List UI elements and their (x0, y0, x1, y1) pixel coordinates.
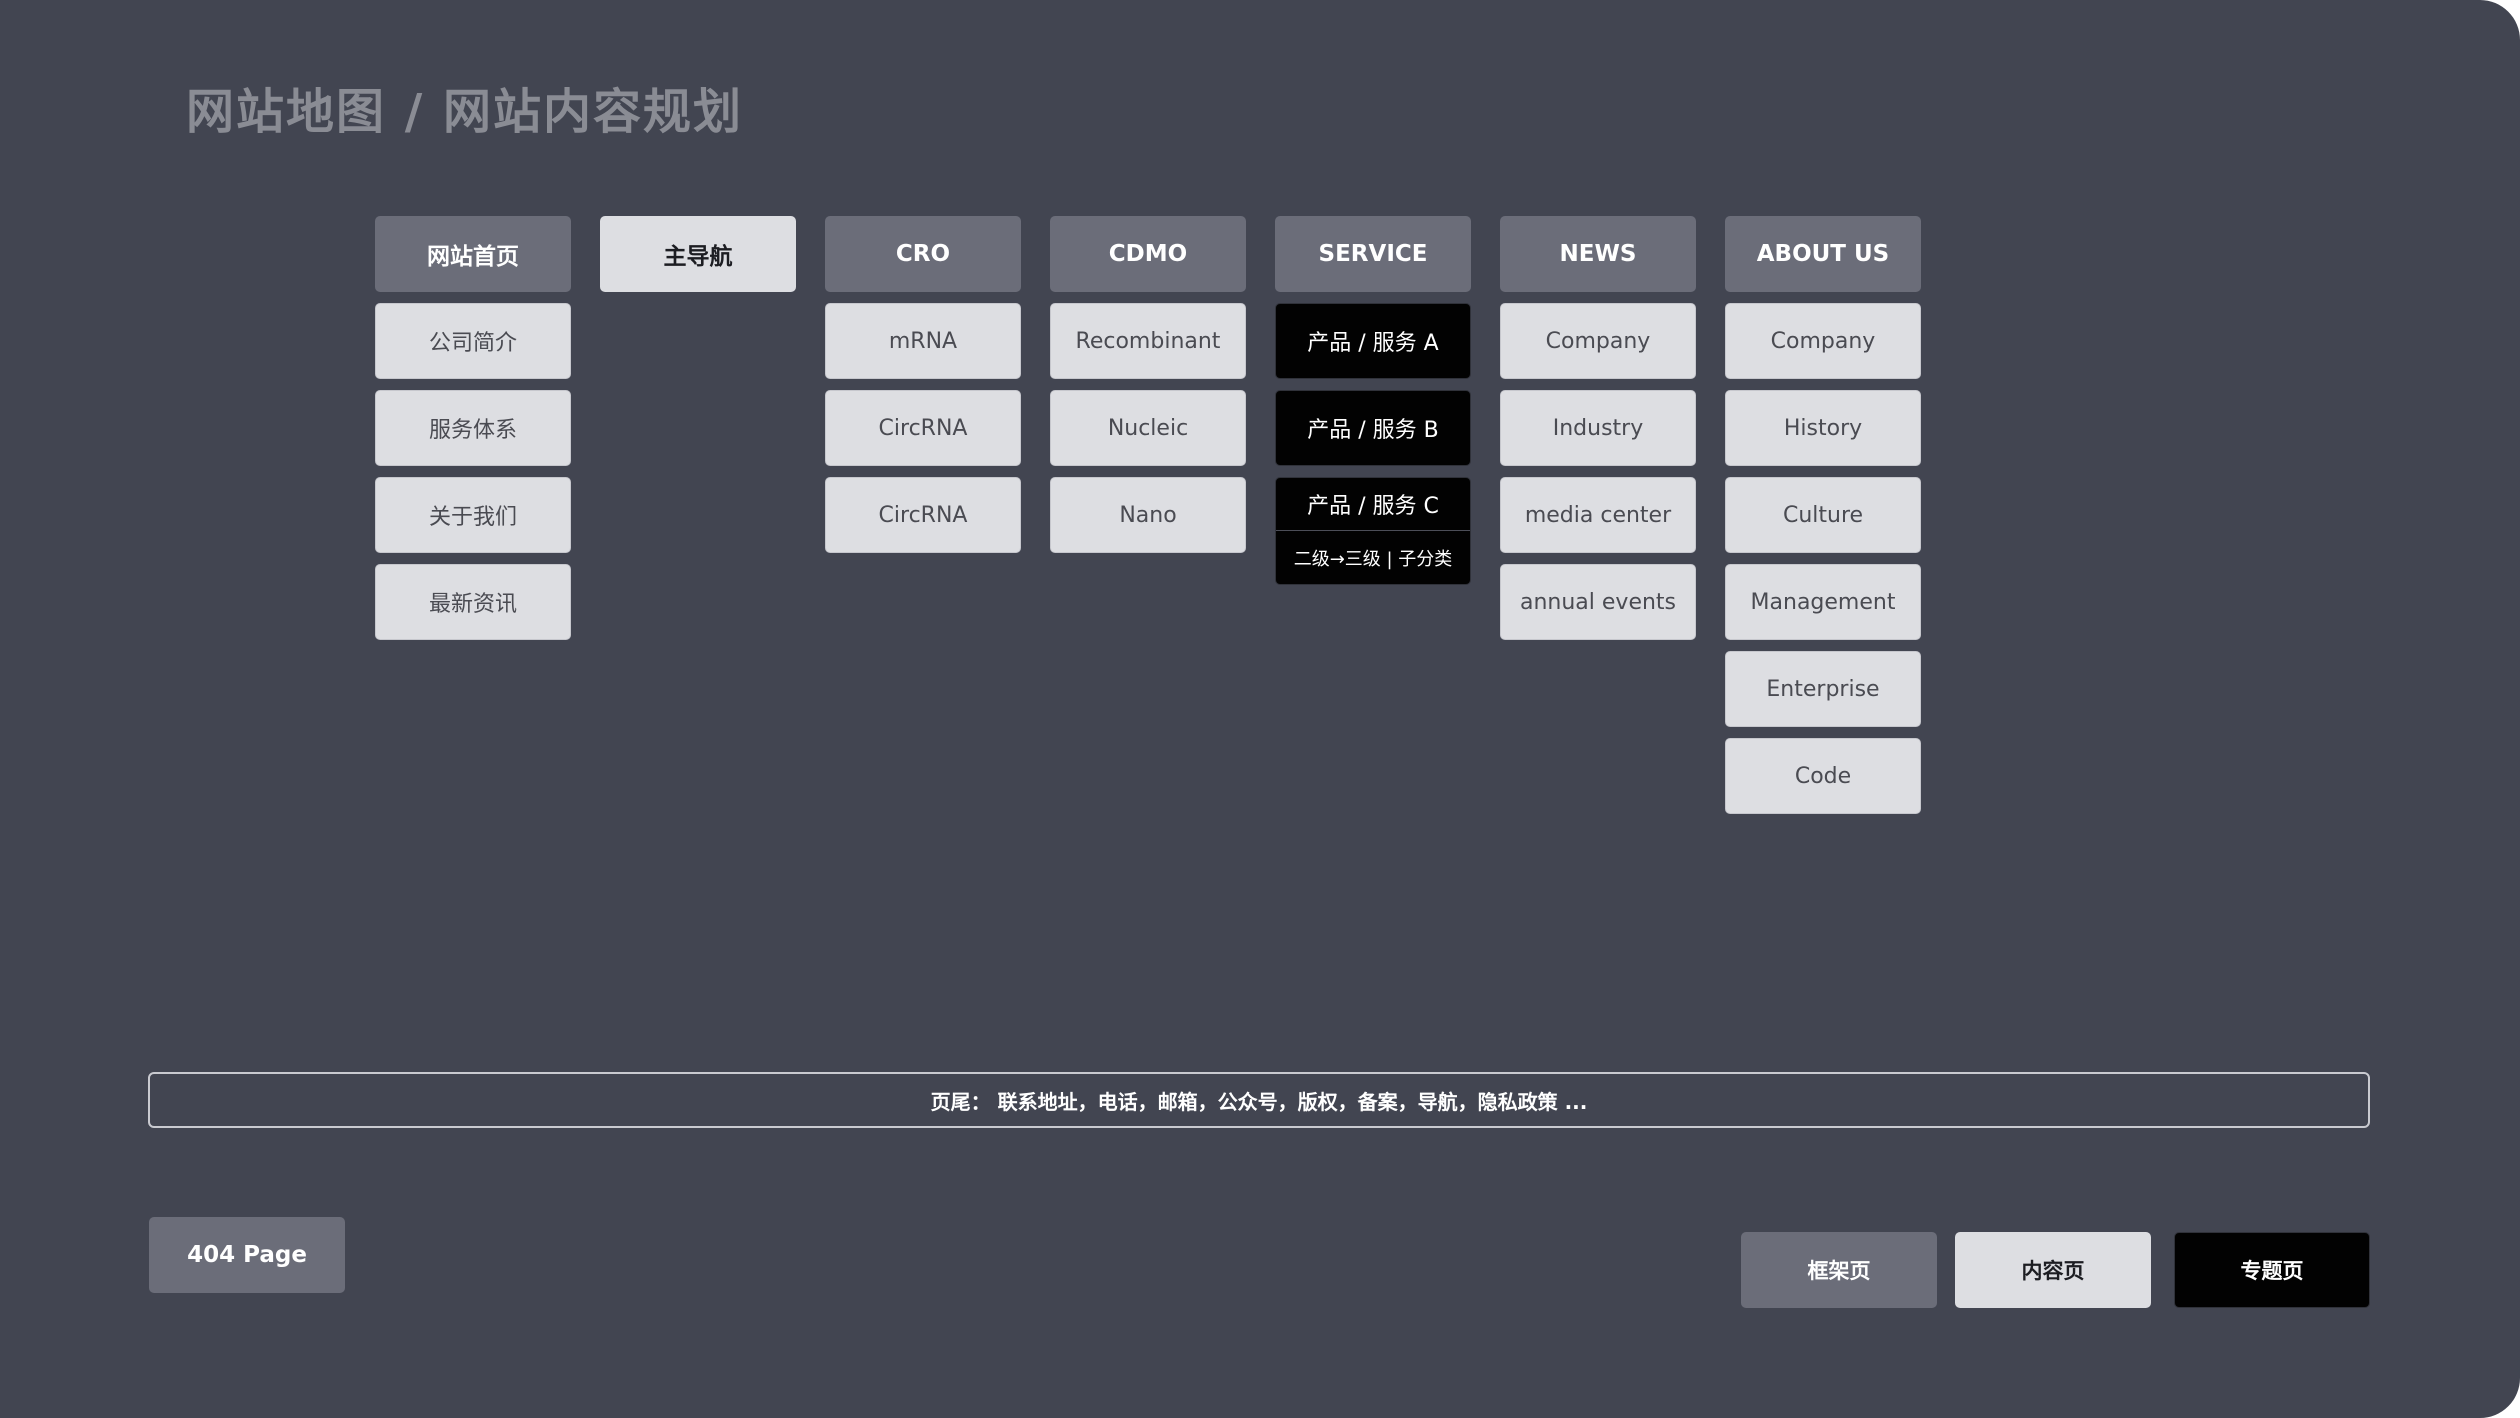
node-about-company[interactable]: Company (1725, 303, 1921, 379)
column-main-nav: 主导航 (600, 216, 796, 303)
column-header-cdmo[interactable]: CDMO (1050, 216, 1246, 292)
node-management[interactable]: Management (1725, 564, 1921, 640)
node-about-us[interactable]: 关于我们 (375, 477, 571, 553)
legend-content-page: 内容页 (1955, 1232, 2151, 1308)
node-culture[interactable]: Culture (1725, 477, 1921, 553)
node-circrna-2[interactable]: CircRNA (825, 477, 1021, 553)
column-home: 网站首页 公司简介 服务体系 关于我们 最新资讯 (375, 216, 571, 651)
node-company-intro[interactable]: 公司简介 (375, 303, 571, 379)
column-header-main-nav[interactable]: 主导航 (600, 216, 796, 292)
node-recombinant[interactable]: Recombinant (1050, 303, 1246, 379)
column-service: SERVICE 产品 / 服务 A 产品 / 服务 B 产品 / 服务 C 二级… (1275, 216, 1471, 596)
column-header-news[interactable]: NEWS (1500, 216, 1696, 292)
column-cdmo: CDMO Recombinant Nucleic Nano (1050, 216, 1246, 564)
error-page-node[interactable]: 404 Page (149, 1217, 345, 1293)
node-annual-events[interactable]: annual events (1500, 564, 1696, 640)
node-history[interactable]: History (1725, 390, 1921, 466)
column-header-about-us[interactable]: ABOUT US (1725, 216, 1921, 292)
node-news-company[interactable]: Company (1500, 303, 1696, 379)
node-media-center[interactable]: media center (1500, 477, 1696, 553)
legend-frame-page: 框架页 (1741, 1232, 1937, 1308)
node-enterprise[interactable]: Enterprise (1725, 651, 1921, 727)
node-product-service-a[interactable]: 产品 / 服务 A (1275, 303, 1471, 379)
column-cro: CRO mRNA CircRNA CircRNA (825, 216, 1021, 564)
node-subcategory-note: 二级→三级 | 子分类 (1293, 548, 1453, 570)
footer-bar[interactable]: 页尾： 联系地址，电话，邮箱，公众号，版权，备案，导航，隐私政策 ... (148, 1072, 2370, 1128)
legend-topic-page: 专题页 (2174, 1232, 2370, 1308)
node-nucleic[interactable]: Nucleic (1050, 390, 1246, 466)
column-header-cro[interactable]: CRO (825, 216, 1021, 292)
node-product-service-b[interactable]: 产品 / 服务 B (1275, 390, 1471, 466)
column-news: NEWS Company Industry media center annua… (1500, 216, 1696, 651)
node-code[interactable]: Code (1725, 738, 1921, 814)
node-circrna[interactable]: CircRNA (825, 390, 1021, 466)
node-mrna[interactable]: mRNA (825, 303, 1021, 379)
node-product-service-c[interactable]: 产品 / 服务 C 二级→三级 | 子分类 (1275, 477, 1471, 585)
node-service-system[interactable]: 服务体系 (375, 390, 571, 466)
node-news-industry[interactable]: Industry (1500, 390, 1696, 466)
column-header-service[interactable]: SERVICE (1275, 216, 1471, 292)
node-product-service-c-label: 产品 / 服务 C (1276, 478, 1470, 532)
page-title: 网站地图 / 网站内容规划 (186, 84, 743, 140)
node-nano[interactable]: Nano (1050, 477, 1246, 553)
node-latest-news[interactable]: 最新资讯 (375, 564, 571, 640)
column-header-home[interactable]: 网站首页 (375, 216, 571, 292)
column-about-us: ABOUT US Company History Culture Managem… (1725, 216, 1921, 825)
